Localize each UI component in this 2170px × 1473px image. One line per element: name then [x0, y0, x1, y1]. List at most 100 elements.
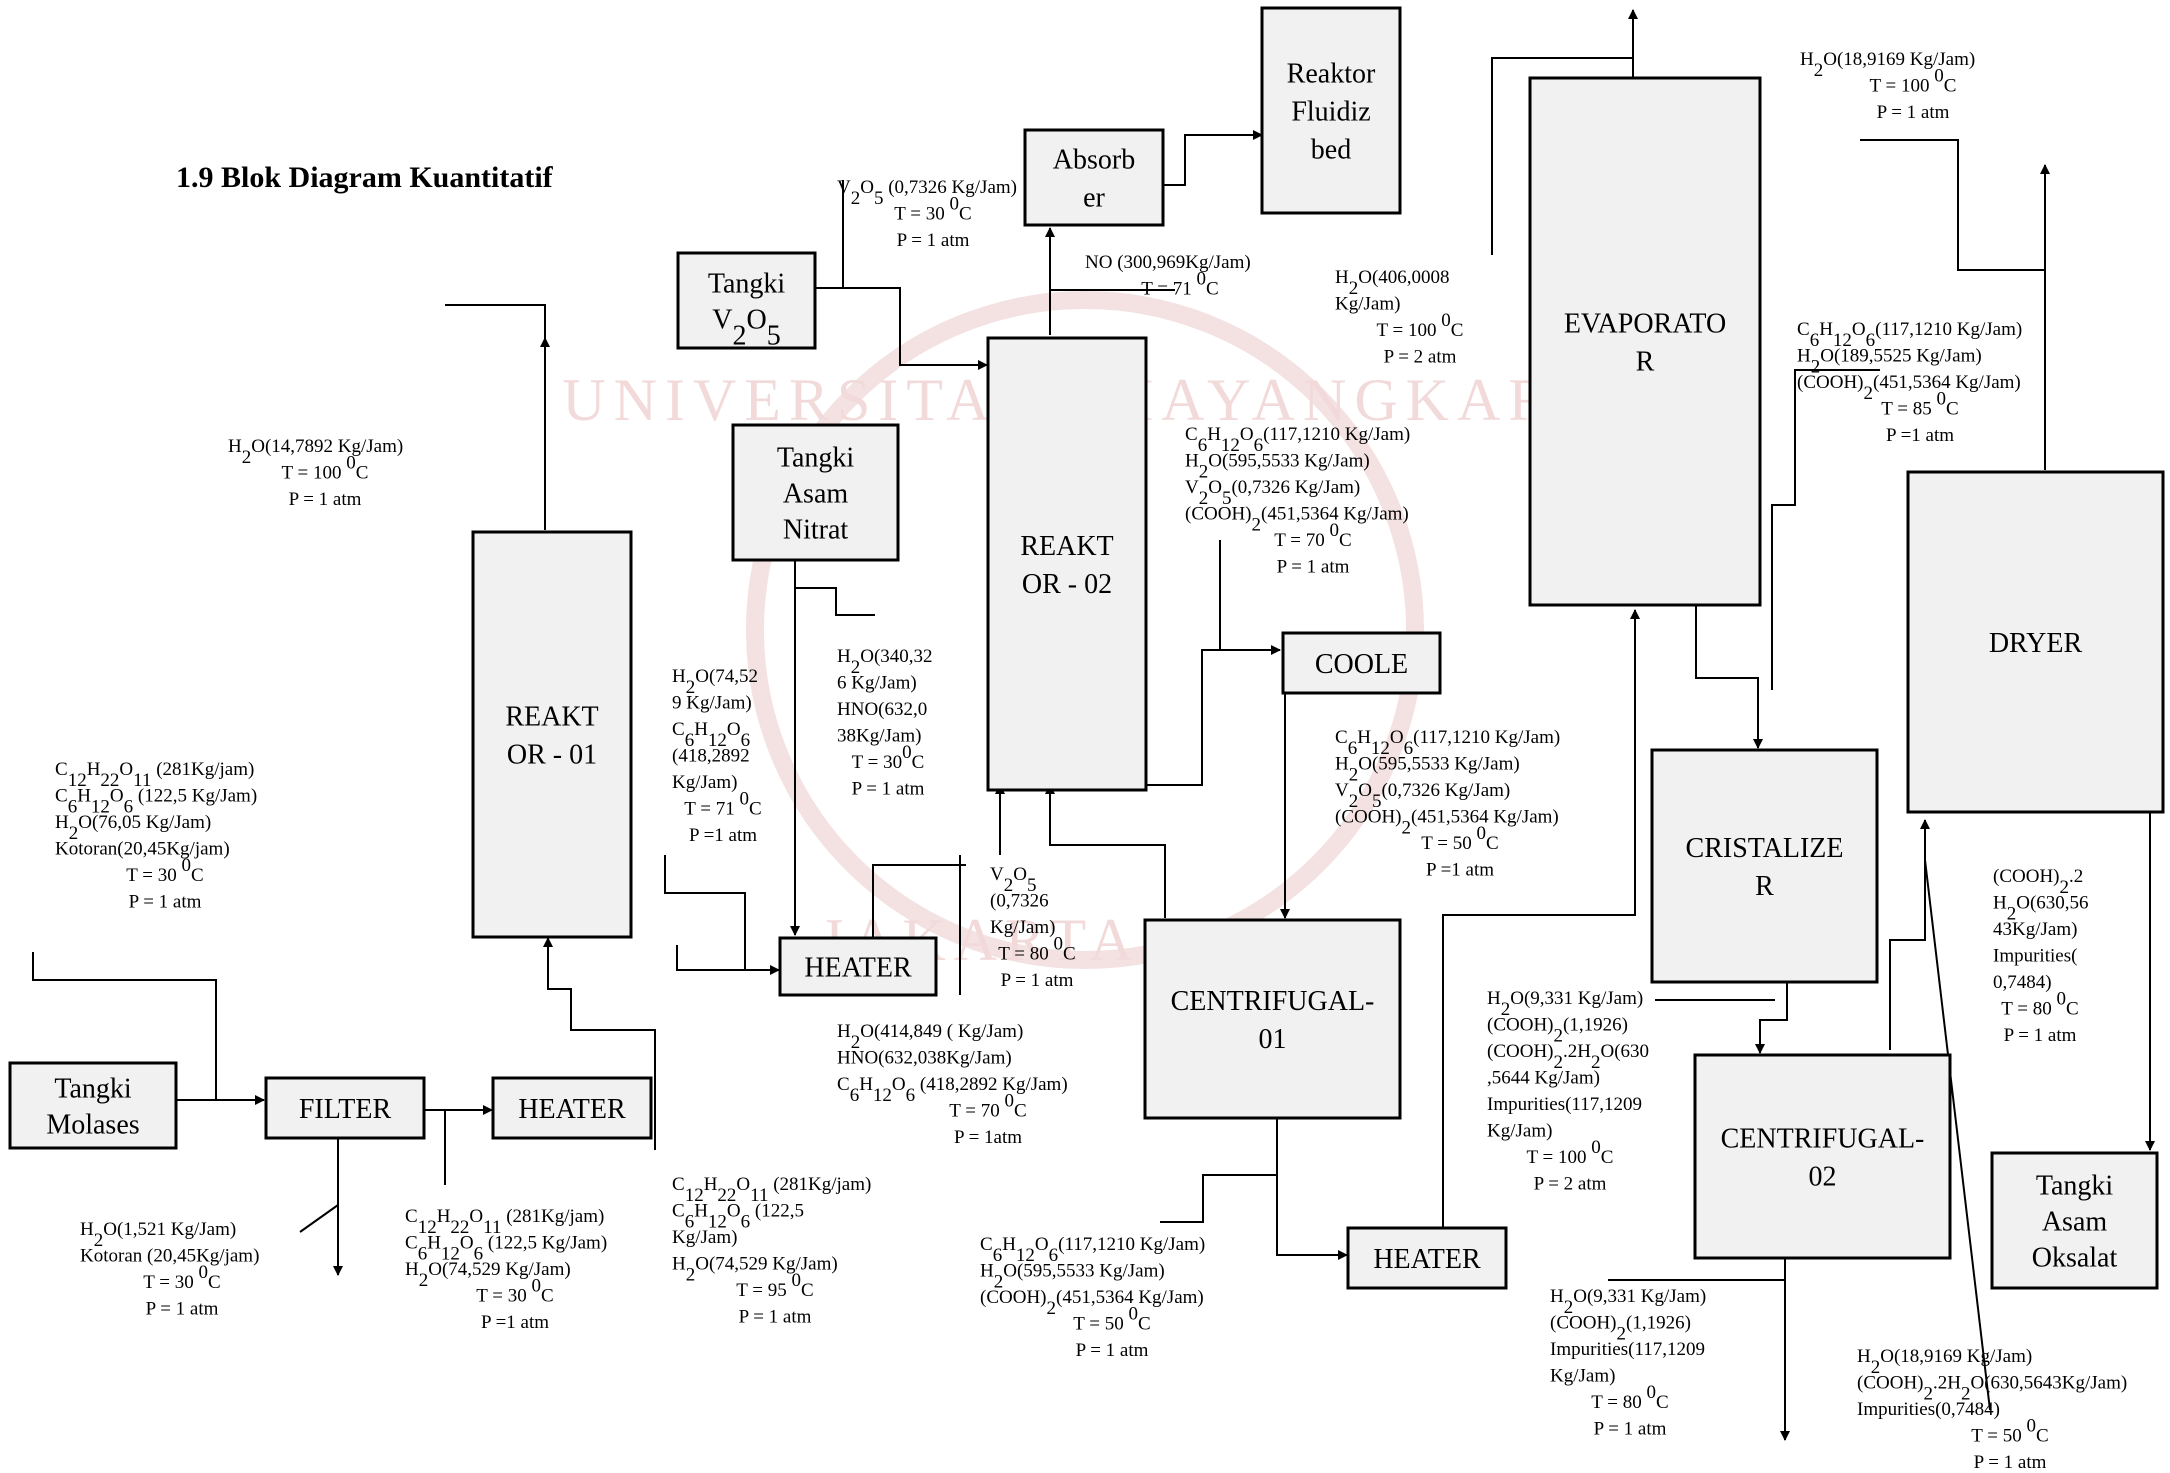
node-centrifugal-01: CENTRIFUGAL- 01	[1143, 918, 1402, 1120]
annotation-line: H2O(406,0008	[1335, 267, 1450, 299]
node-label: CENTRIFUGAL-	[1721, 1124, 1925, 1155]
annotation-line: C6H12O6	[672, 719, 750, 751]
annotation-line: ,5644 Kg/Jam)	[1487, 1068, 1600, 1089]
flow-line	[32, 952, 217, 1100]
flow-line	[1442, 609, 1640, 1230]
annotation-line: H2O(76,05 Kg/Jam)	[55, 812, 211, 844]
annotation-line: C12H22O11 (281Kg/jam)	[405, 1206, 604, 1238]
node-heater-2: HEATER	[778, 936, 938, 997]
annotation-line: Kg/Jam)	[1335, 294, 1400, 315]
annotation-line: H2O(630,56	[1993, 893, 2089, 925]
annotation-line: P = 1 atm	[1277, 557, 1350, 578]
annotation-line: T = 100 0C	[1527, 1137, 1614, 1169]
stream-annotation-dryer-out: (COOH)2.2H2O(630,5643Kg/Jam)Impurities(0…	[1993, 866, 2089, 1046]
annotation-line: C6H12O6(117,1210 Kg/Jam)	[1335, 727, 1560, 759]
annotation-line: T = 30 0C	[894, 193, 971, 225]
annotation-line: H2O(9,331 Kg/Jam)	[1550, 1286, 1706, 1318]
annotation-line: H2O(414,849 ( Kg/Jam)	[837, 1021, 1023, 1053]
node-label: Absorb	[1053, 145, 1135, 176]
annotation-line: (COOH)2.2	[1993, 866, 2083, 898]
annotation-line: Impurities(0,7484)	[1857, 1399, 2000, 1420]
annotation-line: P = 2 atm	[1534, 1174, 1607, 1195]
flow-line	[1889, 819, 1930, 1050]
flow-line	[543, 937, 656, 1150]
node-label: EVAPORATO	[1564, 309, 1726, 340]
annotation-line: C6H12O6 (122,5	[672, 1201, 804, 1233]
node-label: HEATER	[804, 953, 912, 984]
annotation-line: (COOH)2(1,1926)	[1487, 1015, 1628, 1047]
flow-lines	[32, 9, 2155, 1441]
node-box	[778, 936, 938, 997]
annotation-line: C6H12O6(117,1210 Kg/Jam)	[1797, 319, 2022, 351]
annotation-line: P =1 atm	[481, 1312, 549, 1333]
annotation-line: (COOH)2(451,5364 Kg/Jam)	[1797, 372, 2021, 404]
annotation-line: Kg/Jam)	[672, 772, 737, 793]
annotation-line: T = 95 0C	[736, 1270, 813, 1302]
annotation-line: HNO(632,038Kg/Jam)	[837, 1048, 1012, 1069]
stream-annotation-filter-out: C12H22O11 (281Kg/jam)C6H12O6 (122,5 Kg/J…	[405, 1206, 607, 1333]
annotation-line: T = 30 0C	[126, 855, 203, 887]
annotation-line: H2O(189,5525 Kg/Jam)	[1797, 346, 1982, 378]
node-box	[471, 530, 633, 939]
annotation-line: P = 1 atm	[129, 892, 202, 913]
annotation-line: NO (300,969Kg/Jam)	[1085, 252, 1251, 273]
annotation-line: C6H12O6(117,1210 Kg/Jam)	[1185, 424, 1410, 456]
annotation-line: T = 50 0C	[1073, 1303, 1150, 1335]
flow-line	[1122, 645, 1281, 786]
annotation-line: 43Kg/Jam)	[1993, 919, 2077, 940]
annotation-line: Kotoran(20,45Kg/jam)	[55, 839, 230, 860]
annotation-line: Impurities(	[1993, 946, 2077, 967]
node-label: Asam	[2042, 1207, 2108, 1238]
node-label: R	[1755, 871, 1774, 902]
annotation-line: H2O(340,32	[837, 646, 933, 678]
node-box	[1650, 748, 1879, 984]
node-centrifugal-02: CENTRIFUGAL-02	[1693, 1053, 1952, 1260]
node-label: CENTRIFUGAL-	[1171, 986, 1375, 1017]
stream-annotation-no-gas: NO (300,969Kg/Jam)T = 71 0C	[1085, 252, 1251, 300]
annotation-line: (COOH)2(451,5364 Kg/Jam)	[980, 1287, 1204, 1319]
node-label: Molases	[46, 1110, 139, 1141]
stream-annotation-v2o5-feed: V2O5 (0,7326 Kg/Jam)T = 30 0CP = 1 atm	[837, 177, 1017, 251]
annotation-line: V2O5 (0,7326 Kg/Jam)	[837, 177, 1017, 209]
node-box	[264, 1076, 426, 1140]
stream-annotation-centrifugal02-out: H2O(18,9169 Kg/Jam)(COOH)2.2H2O(630,5643…	[1857, 1346, 2127, 1473]
annotation-line: C6H12O6(117,1210 Kg/Jam)	[980, 1234, 1205, 1266]
node-label: OR - 02	[1022, 569, 1112, 600]
flow-line	[299, 1204, 339, 1233]
annotation-line: H2O(595,5533 Kg/Jam)	[980, 1261, 1165, 1293]
annotation-line: P = 1 atm	[1594, 1419, 1667, 1440]
annotation-line: Kg/Jam)	[1487, 1121, 1552, 1142]
annotation-line: P =1 atm	[1426, 860, 1494, 881]
annotation-line: P = 1 atm	[289, 489, 362, 510]
node-label: Fluidiz	[1291, 97, 1370, 128]
stream-annotation-dryer-vapor: H2O(18,9169 Kg/Jam)T = 100 0CP = 1 atm	[1800, 49, 1975, 123]
node-box	[8, 1061, 178, 1150]
annotation-line: T = 50 0C	[1421, 823, 1498, 855]
node-label: V2O5	[712, 305, 780, 352]
stream-annotation-reaktor02-out: C6H12O6(117,1210 Kg/Jam)H2O(595,5533 Kg/…	[1185, 424, 1410, 578]
node-label: Reaktor	[1287, 59, 1376, 90]
annotation-line: H2O(595,5533 Kg/Jam)	[1185, 451, 1370, 483]
stream-annotation-reaktor01-vapor: H2O(14,7892 Kg/Jam)T = 100 0CP = 1 atm	[228, 436, 403, 510]
node-label: OR - 01	[507, 740, 597, 771]
node-label: 01	[1259, 1024, 1287, 1055]
annotation-line: T = 300C	[852, 742, 925, 774]
stream-annotation-heater1-out: C12H22O11 (281Kg/jam)C6H12O6 (122,5Kg/Ja…	[672, 1174, 871, 1328]
annotation-line: HNO(632,0	[837, 699, 927, 720]
flow-line	[1276, 1118, 1348, 1260]
node-label: bed	[1311, 135, 1351, 166]
annotation-line: C6H12O6 (122,5 Kg/Jam)	[55, 786, 257, 818]
node-label: Tangki	[777, 443, 855, 474]
flow-line	[1163, 130, 1263, 186]
node-dryer: DRYER	[1906, 470, 2165, 814]
annotation-line: V2O5(0,7326 Kg/Jam)	[1185, 477, 1360, 509]
annotation-line: H2O(74,529 Kg/Jam)	[672, 1254, 838, 1286]
flow-line	[1045, 784, 1166, 918]
node-label: HEATER	[518, 1094, 626, 1125]
